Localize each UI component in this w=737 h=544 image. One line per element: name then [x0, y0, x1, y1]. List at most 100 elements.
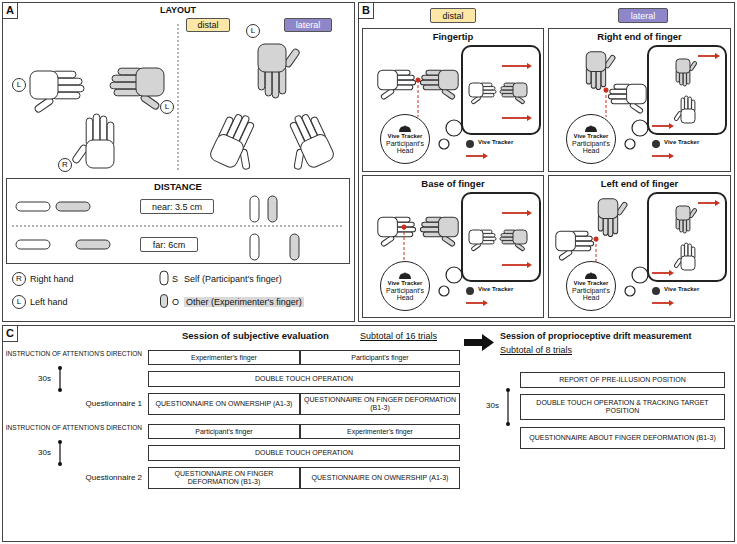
panel-letter: A [2, 2, 18, 19]
tracker-icon [584, 272, 598, 280]
node-text: Vive Tracker [574, 280, 609, 287]
row-label: Questionnaire 1 [4, 399, 142, 408]
thought-bubble [625, 139, 635, 149]
node-text: QUESTIONNAIRE ON OWNERSHIP (A1-3) [156, 400, 293, 408]
timer-dot [506, 388, 510, 392]
palm-shape [586, 52, 606, 72]
timer-bracket [59, 368, 60, 390]
tracker-label: Vive Tracker [478, 139, 513, 146]
node-text: Participant's Head [385, 287, 425, 302]
palm-shape [513, 83, 527, 97]
timer-dot [506, 422, 510, 426]
process-box: Experimenter's finger [148, 350, 300, 365]
hand-drawing [676, 59, 697, 86]
palm-shape [30, 71, 58, 99]
hand-marker: L [12, 78, 26, 92]
tracker-icon [652, 287, 660, 295]
arrow-head [527, 115, 532, 121]
palm-shape [378, 70, 398, 90]
thought-bubble [446, 120, 462, 136]
node-text: Participant's finger [195, 428, 252, 436]
tracker-label: Vive Tracker [478, 286, 513, 293]
process-box: QUESTIONNAIRE ON FINGER DEFORMATION (B1-… [148, 467, 300, 489]
hand-drawing [420, 217, 458, 247]
session-heading: Session of subjective evaluation [182, 331, 329, 342]
node-text: Fingertip [433, 31, 474, 42]
hand-drawing [208, 109, 269, 176]
head-circle: Vive TrackerParticipant's Head [566, 261, 616, 311]
motion-arrow [652, 272, 669, 274]
head-circle: Vive TrackerParticipant's Head [380, 261, 430, 311]
tag-label: lateral [284, 18, 332, 32]
hand-drawing [586, 52, 616, 90]
head-circle: Vive TrackerParticipant's Head [380, 114, 430, 164]
motion-arrow [502, 65, 527, 67]
process-box: REPORT OF PRE-ILLUSION POSITION [520, 372, 725, 388]
legend-text: Self (Participant's finger) [184, 274, 282, 284]
hand-drawing [674, 96, 695, 123]
palm-shape [676, 59, 690, 73]
panel-letter: B [358, 2, 374, 19]
process-box: Participant's finger [148, 424, 300, 439]
node-text: L [251, 27, 255, 35]
legend-marker: R [12, 272, 26, 286]
condition-panel: Right end of fingerVive TrackerParticipa… [548, 28, 731, 172]
hand-drawing [598, 199, 628, 237]
thought-bubble [632, 120, 648, 136]
process-box: QUESTIONNAIRE ON OWNERSHIP (A1-3) [148, 393, 300, 415]
hand-marker: L [160, 100, 174, 114]
thought-bubble [632, 267, 648, 283]
hand-drawing [500, 83, 527, 104]
touch-point [416, 78, 421, 83]
hand-drawing [110, 68, 164, 110]
finger-icon [290, 234, 299, 260]
timer-bracket [507, 390, 508, 424]
process-box: DOUBLE TOUCH OPERATION [148, 371, 460, 387]
palm-shape [513, 230, 527, 244]
process-box: DOUBLE TOUCH OPERATION [148, 445, 460, 461]
motion-arrow [466, 302, 483, 304]
tracker-icon [585, 125, 597, 132]
arrow-head [669, 270, 674, 276]
tracker-icon [398, 125, 412, 133]
head-circle: Vive TrackerParticipant's Head [566, 114, 616, 164]
finger-icon [268, 196, 277, 222]
distance-tag: near: 3.5 cm [140, 199, 214, 214]
condition-panel: FingertipVive TrackerParticipant's Head [362, 28, 544, 172]
hand-drawing [608, 84, 646, 114]
tracker-label: Vive Tracker [664, 139, 699, 146]
finger-icon [160, 271, 168, 285]
node-text: distal [197, 20, 218, 30]
node-text: QUESTIONNAIRE ON OWNERSHIP (A1-3) [312, 474, 449, 482]
hand-drawing [556, 231, 594, 261]
node-text: Participant's finger [351, 354, 408, 362]
hand-drawing [274, 109, 335, 176]
projection-line [418, 80, 419, 117]
palm-shape [681, 109, 695, 123]
process-box: QUESTIONNAIRE ON FINGER DEFORMATION (B1-… [300, 393, 460, 415]
process-box: QUESTIONNAIRE ABOUT FINGER DEFORMATION (… [520, 427, 725, 449]
node-text: QUESTIONNAIRE ON FINGER DEFORMATION (B1-… [152, 470, 296, 485]
arrow-head [715, 200, 720, 206]
trial-count: Subtotal of 8 trials [500, 345, 572, 355]
node-text: Participant's Head [571, 287, 611, 302]
hand-drawing [72, 114, 114, 168]
timer-dot [58, 366, 62, 370]
thought-bubble [625, 286, 635, 296]
node-text: Vive Tracker [388, 133, 423, 140]
timer-dot [58, 462, 62, 466]
projection-line [596, 239, 597, 264]
thought-bubble [439, 139, 449, 149]
arrow-head [483, 300, 488, 306]
hand-marker: L [246, 24, 260, 38]
legend-marker: L [12, 295, 26, 309]
thought-bubble [446, 267, 462, 283]
tracker-icon [399, 125, 411, 132]
palm-shape [258, 44, 286, 72]
arrow-head [715, 53, 720, 59]
hand-drawing [258, 44, 300, 98]
node-text: DOUBLE TOUCH OPERATION [255, 375, 353, 383]
palm-shape [627, 84, 647, 104]
duration-label: 30s [38, 374, 51, 383]
